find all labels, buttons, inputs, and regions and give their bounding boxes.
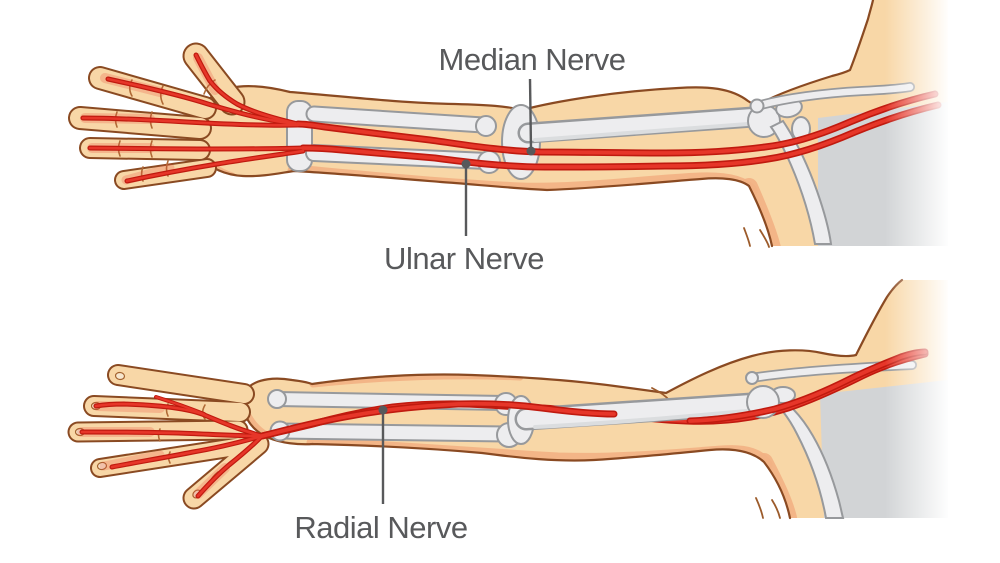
radial-nerve-label: Radial Nerve xyxy=(294,510,468,545)
median-nerve-pointer xyxy=(526,78,536,156)
median-nerve-label: Median Nerve xyxy=(438,42,626,77)
ulnar-nerve-label: Ulnar Nerve xyxy=(384,241,544,276)
scapula xyxy=(769,119,833,245)
ulnar-nerve-pointer xyxy=(461,159,471,236)
right-fade xyxy=(885,0,950,563)
radial-nerve-pointer xyxy=(378,405,388,504)
scapula xyxy=(764,389,845,519)
lower-illustration-dorsal-arm xyxy=(67,278,951,520)
arm-skin xyxy=(243,280,951,518)
right-margin xyxy=(948,0,1000,563)
upper-illustration-palmar-arm xyxy=(68,0,951,248)
radial-nerve xyxy=(77,352,925,499)
